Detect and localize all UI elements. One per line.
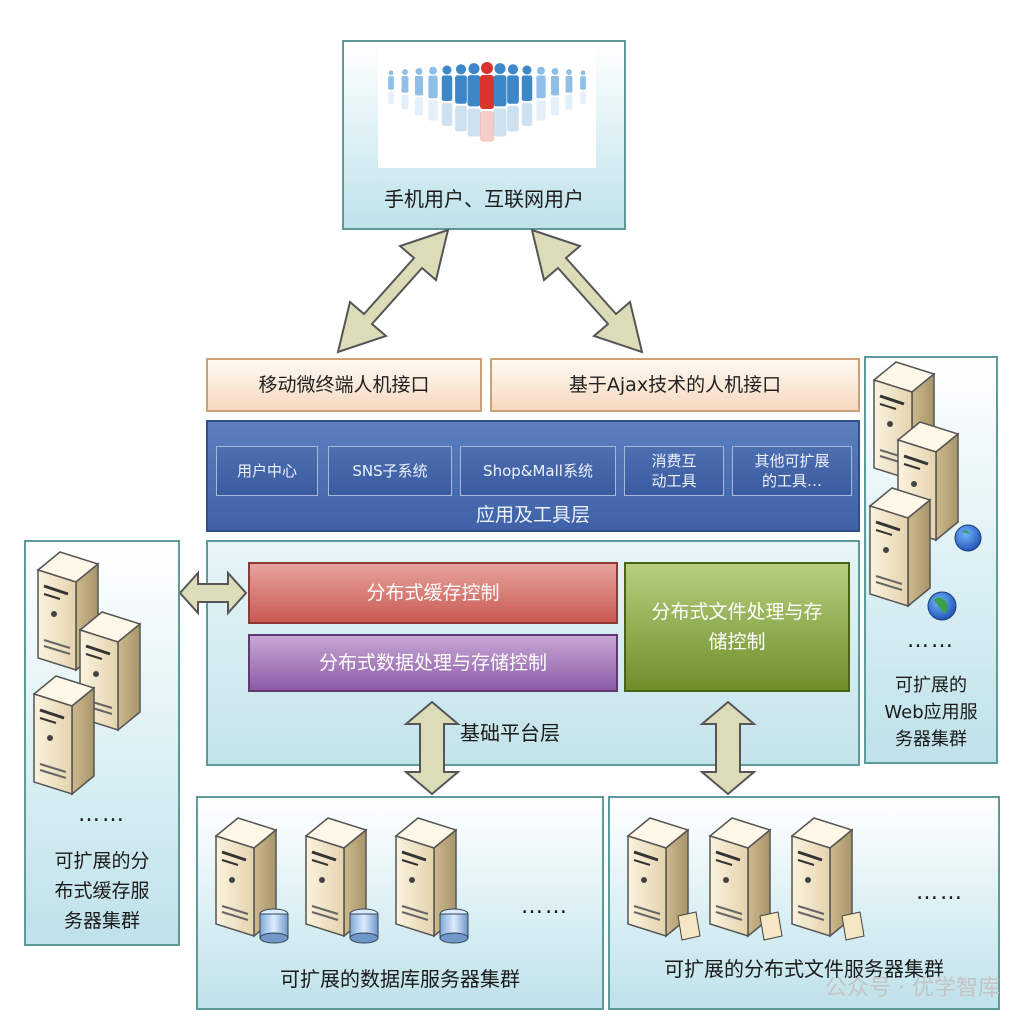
- arrow-file-cluster: [699, 700, 757, 796]
- tool-consumer-interaction: 消费互 动工具: [624, 446, 724, 496]
- cache-cluster-dots: ……: [78, 802, 126, 827]
- web-cluster-label: 可扩展的 Web应用服 务器集群: [884, 675, 978, 750]
- cache-server-icons: [32, 550, 142, 796]
- file-server-icons: [626, 816, 865, 941]
- file-cluster-dots: ……: [916, 880, 964, 905]
- tool-sns: SNS子系统: [328, 446, 452, 496]
- db-cluster-dots: ……: [521, 894, 569, 919]
- arrow-db-cluster: [403, 700, 461, 796]
- arrow-cache-cluster: [178, 570, 248, 616]
- tool-user-center: 用户中心: [216, 446, 318, 496]
- arrow-users-left: [336, 228, 450, 354]
- tool-other-extensible: 其他可扩展 的工具…: [732, 446, 852, 496]
- file-cluster-label: 可扩展的分布式文件服务器集群: [664, 957, 944, 981]
- arrow-users-right: [530, 228, 644, 354]
- cache-cluster-label: 可扩展的分 布式缓存服 务器集群: [54, 850, 150, 932]
- db-server-icons: [214, 816, 469, 944]
- ajax-interface: 基于Ajax技术的人机接口: [490, 358, 860, 412]
- web-server-icons: [868, 360, 982, 621]
- db-cluster-label: 可扩展的数据库服务器集群: [280, 967, 520, 991]
- mobile-interface: 移动微终端人机接口: [206, 358, 482, 412]
- tool-shop-mall: Shop&Mall系统: [460, 446, 616, 496]
- platform-layer-title: 基础平台层: [460, 721, 560, 745]
- watermark-text: 公众号 · 优学智库: [825, 976, 1000, 1001]
- cache-control-box: 分布式缓存控制: [248, 562, 618, 624]
- file-storage-control-box: 分布式文件处理与存 储控制: [624, 562, 850, 692]
- users-label: 手机用户、互联网用户: [384, 187, 584, 211]
- app-layer-title: 应用及工具层: [475, 504, 590, 526]
- data-storage-control-box: 分布式数据处理与存储控制: [248, 634, 618, 692]
- web-cluster-dots: ……: [907, 628, 955, 653]
- users-crowd-illustration: [378, 48, 596, 168]
